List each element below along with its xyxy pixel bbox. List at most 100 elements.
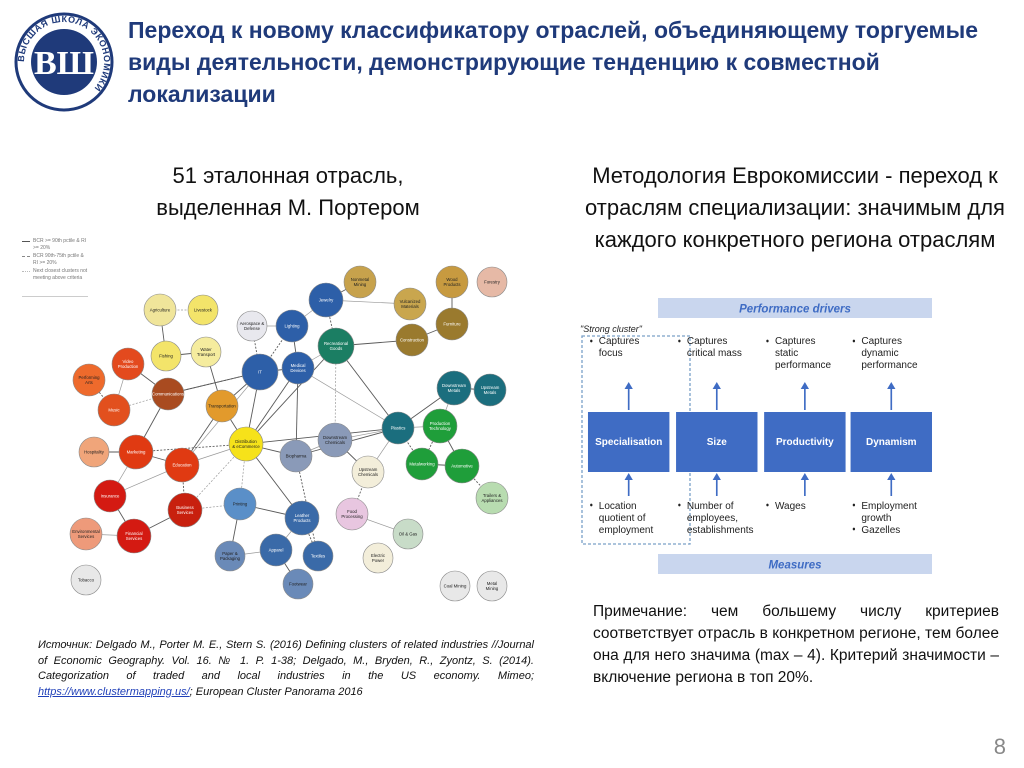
node-circle [317,422,353,458]
node-circle [223,487,257,521]
node-circle [111,347,145,381]
network-edge [297,367,399,429]
node-circle [422,408,458,444]
left-subtitle: 51 эталонная отрасль, выделенная М. Порт… [156,163,420,220]
node-label: Education [172,463,192,468]
node-circle [308,282,344,318]
network-node: Textiles [302,540,334,572]
methodology-note: Примечание: чем большему числу критериев… [593,603,999,686]
network-node: Communications [151,377,185,411]
node-circle [302,540,334,572]
driver-description: static [775,348,798,359]
network-node: Printing [223,487,257,521]
logo-mark: ВШ [34,45,94,82]
measure-description: employees, [687,513,738,524]
bullet [590,503,593,507]
measures-band [658,554,932,574]
right-subtitle: Методология Еврокомиссии - переход к отр… [585,163,1005,252]
driver-column: CapturesdynamicperformanceDynamismEmploy… [850,336,932,536]
node-label: Paper &Packaging [220,551,241,561]
measure-description: Wages [775,501,806,512]
performance-header: Performance drivers [739,304,851,316]
measure-description: Location [599,501,637,512]
node-label: Transportation [208,404,236,409]
node-circle [473,373,507,407]
arrow-head [624,473,633,480]
driver-description: Captures [687,336,728,347]
arrow-head [800,473,810,480]
network-node: Insurance [93,479,127,513]
node-circle [351,455,385,489]
node-circle [150,340,182,372]
network-node: Oil & Gas [392,518,424,550]
bullet [852,503,856,507]
node-circle [381,411,415,445]
clustermapping-link[interactable]: https://www.clustermapping.us/ [38,685,190,698]
driver-description: Captures [599,336,640,347]
legend-item: BCR >= 90th pctile & RI >= 20% [22,238,90,252]
node-circle [78,436,110,468]
driver-box-label: Dynamism [866,437,917,448]
node-label: Printing [233,502,248,507]
bullet [678,339,681,343]
node-circle [116,518,152,554]
node-circle [151,377,185,411]
network-node: Coal Mining [439,570,471,602]
arrow-head [712,382,721,389]
network-node: Plastics [381,411,415,445]
network-edge [135,443,247,453]
network-node: Hospitality [78,436,110,468]
bullet [766,339,769,343]
node-circle [228,426,264,462]
bullet [678,503,681,507]
node-circle [187,294,219,326]
bullet [852,527,856,531]
node-label: Trailers &Appliances [481,493,502,503]
node-circle [282,568,314,600]
network-node: Jewelry [308,282,344,318]
measure-description: Gazelles [861,525,900,536]
node-label: Plastics [391,426,406,431]
node-label: Forestry [484,280,501,285]
node-label: Livestock [194,308,213,313]
bullet [852,339,856,343]
node-label: Fishing [159,354,173,359]
network-node: Tobacco [70,564,102,596]
driver-description: Captures [775,336,816,347]
node-label: Insurance [101,494,120,499]
network-node: Metalworking [405,447,439,481]
driver-box-label: Specialisation [595,437,662,448]
node-circle [97,393,131,427]
node-circle [395,323,429,357]
node-label: Lighting [284,324,300,329]
node-label: Aerospace &Defense [240,321,265,331]
node-label: Metalworking [409,462,435,467]
driver-description: critical mass [687,348,742,359]
node-label: Jewelry [319,298,334,303]
